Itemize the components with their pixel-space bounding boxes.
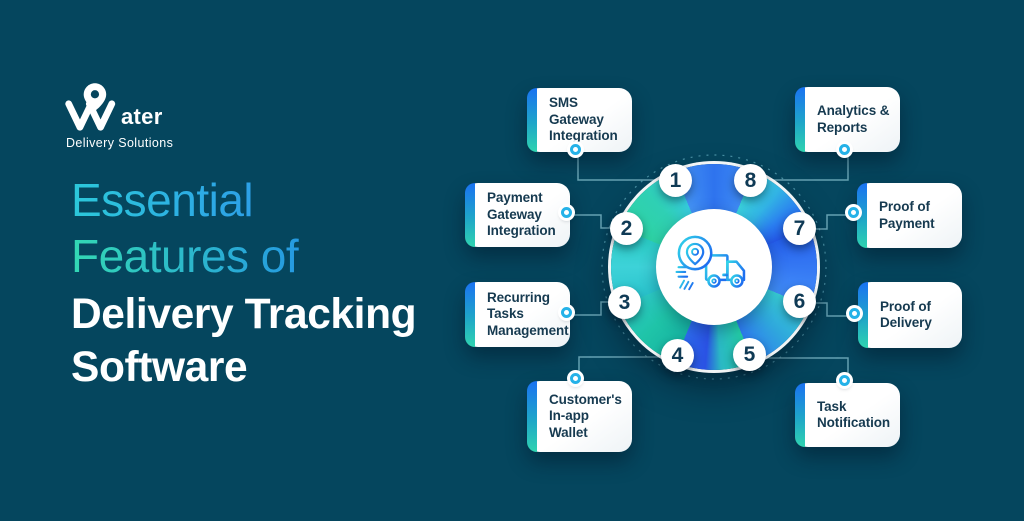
connector-dot-icon: [839, 144, 850, 155]
feature-card-label: SMS Gateway Integration: [549, 95, 618, 144]
feature-card-sms-gateway: SMS Gateway Integration: [527, 88, 632, 152]
feature-card-label: Proof of Delivery: [880, 298, 932, 330]
brand-name: ater: [121, 104, 163, 129]
connector-task: [765, 357, 849, 383]
ring-center-circle: [656, 209, 772, 325]
location-pin-badge-icon: [677, 235, 713, 271]
delivery-truck-icon: [675, 235, 750, 291]
number-badge-7: 7: [783, 212, 816, 245]
feature-card-in-app-wallet: Customer's In-app Wallet: [527, 381, 632, 452]
feature-card-label: Payment Gateway Integration: [487, 190, 556, 239]
title-line-3: Delivery Tracking: [71, 291, 417, 338]
title-line-2: Features of: [71, 228, 416, 284]
connector-dot-icon: [848, 207, 859, 218]
connector-dot-icon: [561, 307, 572, 318]
feature-card-label: Proof of Payment: [879, 199, 935, 231]
connector-dot-icon: [570, 373, 581, 384]
feature-card-label: Analytics & Reports: [817, 103, 890, 135]
number-badge-3: 3: [608, 286, 641, 319]
feature-card-label: Recurring Tasks Management: [487, 289, 569, 338]
feature-card-proof-of-payment: Proof of Payment: [857, 183, 962, 248]
number-badge-8: 8: [734, 164, 767, 197]
number-badge-6: 6: [783, 285, 816, 318]
connector-analytics: [766, 152, 849, 181]
connector-dot-icon: [839, 375, 850, 386]
connector-recurring: [570, 301, 612, 316]
water-logo-w-pin-icon: [65, 83, 116, 131]
feature-card-recurring-tasks: Recurring Tasks Management: [465, 282, 570, 347]
feature-card-analytics-reports: Analytics & Reports: [795, 87, 900, 152]
number-badge-2: 2: [610, 212, 643, 245]
brand-tagline: Delivery Solutions: [66, 136, 174, 150]
water-delivery-solutions-logo: ater Delivery Solutions: [64, 82, 173, 150]
feature-card-task-notification: Task Notification: [795, 383, 900, 447]
title-line-4: Software: [71, 344, 248, 391]
connector-customer: [578, 356, 663, 381]
number-badge-4: 4: [661, 339, 694, 372]
feature-card-proof-of-delivery: Proof of Delivery: [858, 282, 962, 348]
title-line-1: Essential: [71, 172, 416, 228]
feature-card-label: Task Notification: [817, 398, 891, 430]
number-badge-5: 5: [733, 338, 766, 371]
connector-dot-icon: [570, 144, 581, 155]
connector-dot-icon: [561, 207, 572, 218]
connector-payment: [570, 214, 612, 229]
truck-handle: [722, 273, 728, 277]
page-title: Essential Features of Delivery Tracking …: [71, 172, 417, 394]
connector-dot-icon: [849, 308, 860, 319]
feature-card-payment-gateway: Payment Gateway Integration: [465, 183, 570, 247]
feature-card-label: Customer's In-app Wallet: [549, 391, 622, 440]
number-badge-1: 1: [659, 164, 692, 197]
connector-sms: [577, 152, 658, 181]
